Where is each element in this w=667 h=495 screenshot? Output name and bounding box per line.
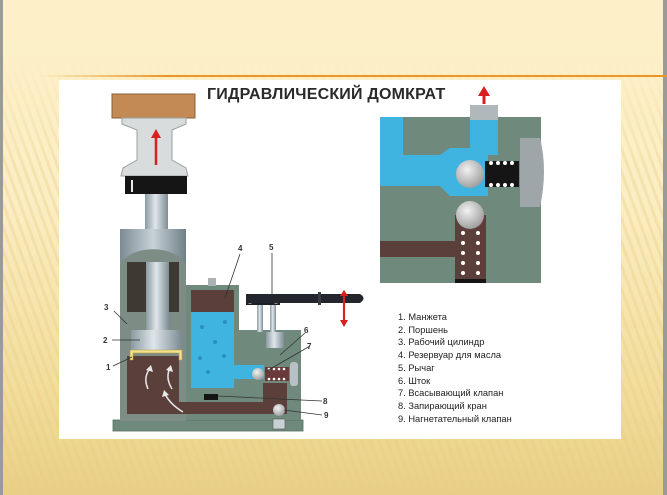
- legend-item: 5. Рычаг: [398, 362, 435, 373]
- ram-rod: [145, 194, 168, 232]
- legend-item: 7. Всасывающий клапан: [398, 388, 504, 399]
- filler-cap: [208, 278, 216, 286]
- window-frame-left: [0, 0, 3, 495]
- legend-item: 4. Резервуар для масла: [398, 350, 502, 361]
- up-arrow-head-icon: [151, 129, 161, 138]
- outflow-arrow-icon: [478, 86, 490, 96]
- callout-4: 4: [238, 244, 243, 253]
- legend-item: 6. Шток: [398, 375, 431, 386]
- callout-lines: [112, 253, 323, 416]
- legend-item: 1. Манжета: [398, 312, 447, 322]
- legend-item: 8. Запирающий кран: [398, 400, 487, 411]
- window-frame-right: [663, 0, 667, 495]
- load-block: [111, 93, 196, 119]
- cuff: [129, 349, 183, 361]
- legend-item: 2. Поршень: [398, 324, 448, 335]
- shutoff-valve: [204, 394, 218, 400]
- lever: [246, 290, 364, 327]
- piston: [131, 330, 181, 350]
- parts-legend: 1. Манжета 2. Поршень 3. Рабочий цилиндр…: [398, 311, 512, 425]
- valve-detail-inset: [380, 86, 544, 283]
- callout-5: 5: [269, 243, 274, 252]
- saddle: [120, 117, 189, 194]
- jack-body: [112, 229, 304, 432]
- callout-1: 1: [106, 363, 111, 372]
- callout-2: 2: [103, 336, 108, 345]
- callout-3: 3: [104, 303, 109, 312]
- pump-plunger: [266, 332, 284, 348]
- callout-7: 7: [307, 342, 312, 351]
- legend-item: 9. Нагнетательный клапан: [398, 413, 512, 424]
- legend-item: 3. Рабочий цилиндр: [398, 337, 485, 348]
- oil-reservoir: [191, 312, 234, 388]
- diagram-title: ГИДРАВЛИЧЕСКИЙ ДОМКРАТ: [207, 86, 446, 103]
- callout-8: 8: [323, 397, 328, 406]
- callout-9: 9: [324, 411, 329, 420]
- title-accent-line: [40, 75, 667, 77]
- callout-6: 6: [304, 326, 309, 335]
